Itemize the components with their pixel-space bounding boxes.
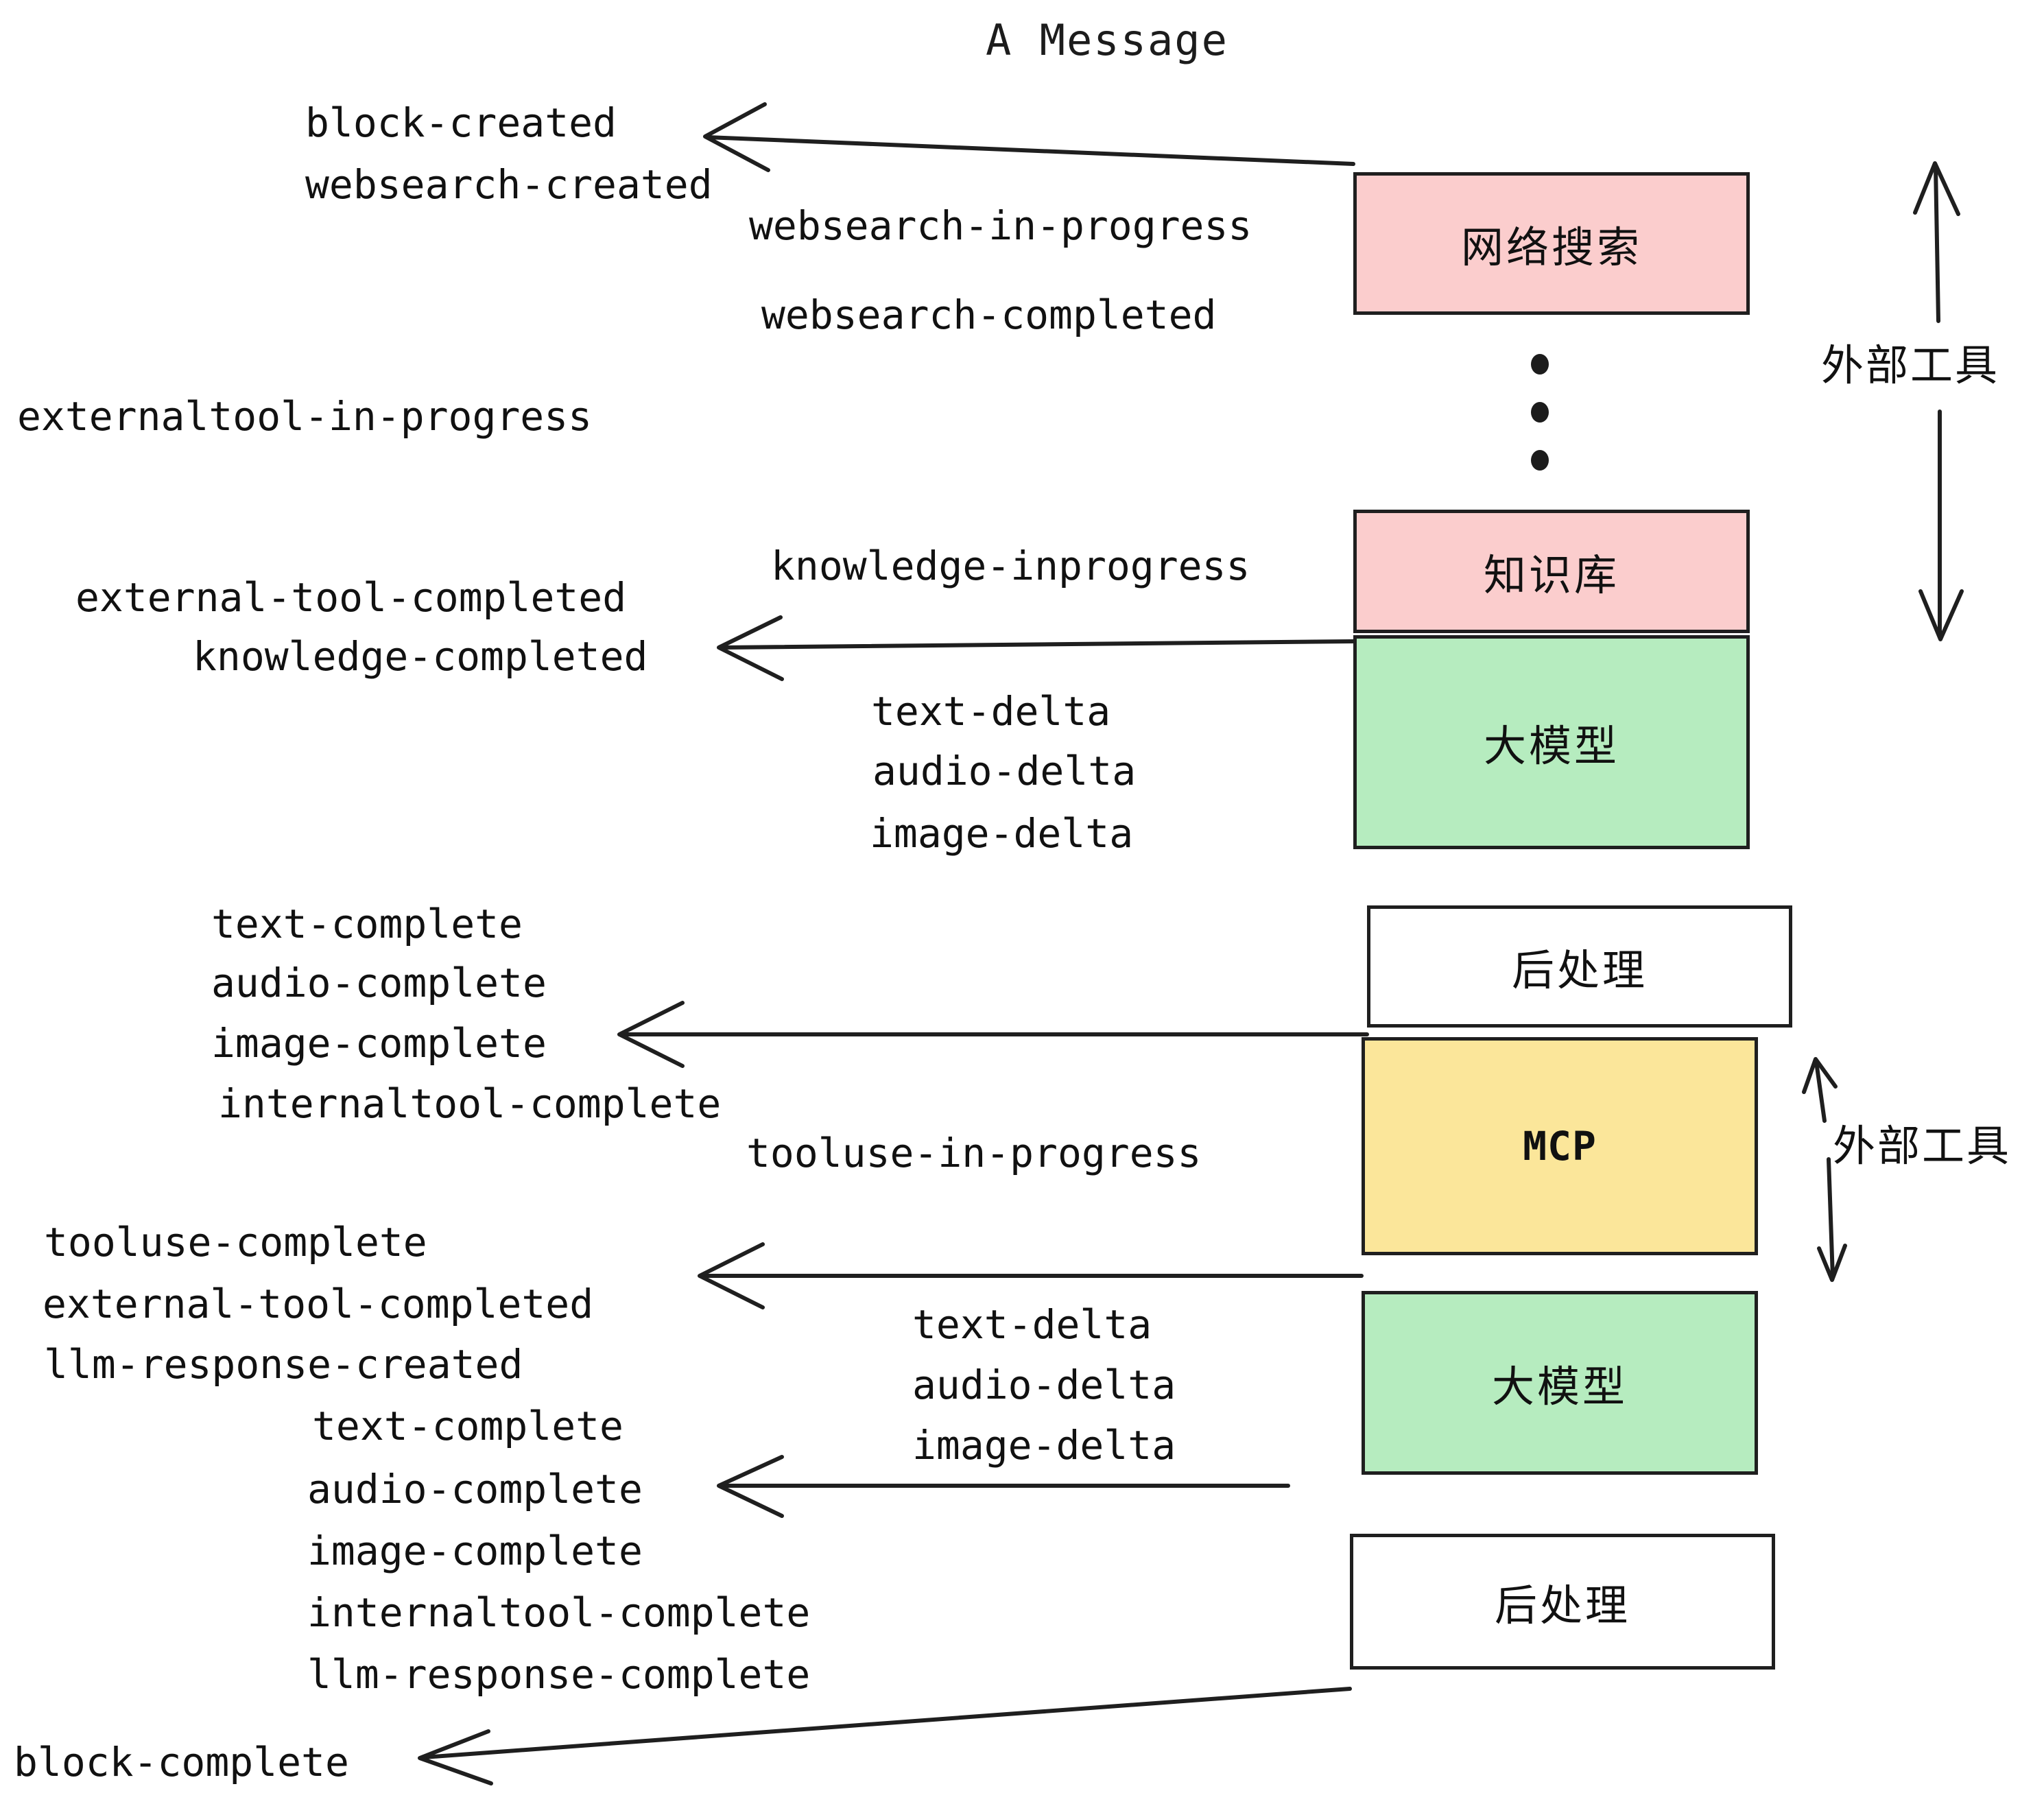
event-label-audio-delta-second: audio-delta xyxy=(912,1362,1176,1408)
event-label-block-created: block-created xyxy=(305,99,617,146)
event-label-websearch-completed: websearch-completed xyxy=(761,292,1217,338)
event-label-internaltool-complete-second: internaltool-complete xyxy=(307,1589,811,1636)
event-label-external-tool-completed-second: external-tool-completed xyxy=(43,1281,594,1327)
process-box-knowledge[interactable]: 知识库 xyxy=(1353,510,1750,633)
event-label-text-delta-second: text-delta xyxy=(912,1301,1152,1348)
event-label-image-complete-first: image-complete xyxy=(211,1020,547,1067)
event-label-block-complete: block-complete xyxy=(14,1739,349,1785)
arrow-mcp-to-tooluse-complete xyxy=(698,1242,1364,1309)
arrow-postprocess-to-block-complete xyxy=(418,1687,1352,1785)
arrow-postprocess-to-image-complete xyxy=(617,1001,1369,1068)
event-label-knowledge-completed: knowledge-completed xyxy=(193,633,648,680)
process-box-label: 知识库 xyxy=(1483,550,1619,600)
event-label-audio-delta-first: audio-delta xyxy=(872,748,1137,794)
external-tools-label-bottom: 外部工具 xyxy=(1833,1121,2012,1171)
process-box-llm-second[interactable]: 大模型 xyxy=(1362,1291,1758,1475)
event-label-image-delta-second: image-delta xyxy=(912,1422,1176,1469)
event-label-tooluse-in-progress: tooluse-in-progress xyxy=(746,1130,1202,1176)
diagram-title: A Message xyxy=(986,15,1228,65)
arrow-knowledge-to-knowledge-completed xyxy=(717,615,1355,681)
event-label-text-complete-second: text-complete xyxy=(312,1403,623,1449)
event-label-llm-response-complete: llm-response-complete xyxy=(307,1651,811,1698)
event-label-external-tool-completed-first: external-tool-completed xyxy=(75,574,627,621)
process-box-label: MCP xyxy=(1523,1123,1597,1170)
process-box-label: 大模型 xyxy=(1491,1362,1628,1412)
event-label-knowledge-inprogress: knowledge-inprogress xyxy=(771,543,1250,589)
external-tools-label-top: 外部工具 xyxy=(1821,340,2000,390)
event-label-audio-complete-first: audio-complete xyxy=(211,960,547,1006)
process-box-mcp[interactable]: MCP xyxy=(1362,1037,1758,1255)
process-box-postprocess-second[interactable]: 后处理 xyxy=(1350,1534,1775,1670)
process-box-websearch[interactable]: 网络搜索 xyxy=(1353,172,1750,315)
event-label-externaltool-in-progress: externaltool-in-progress xyxy=(17,393,593,440)
ellipsis-dot xyxy=(1531,450,1549,471)
event-label-llm-response-created: llm-response-created xyxy=(44,1341,523,1388)
process-box-label: 后处理 xyxy=(1494,1580,1630,1630)
process-box-postprocess-first[interactable]: 后处理 xyxy=(1367,905,1792,1028)
event-label-websearch-in-progress: websearch-in-progress xyxy=(749,202,1252,249)
process-box-llm-first[interactable]: 大模型 xyxy=(1353,635,1750,849)
arrow-websearch-to-block-created xyxy=(703,102,1355,172)
event-label-websearch-created: websearch-created xyxy=(305,161,713,208)
event-label-internaltool-complete-first: internaltool-complete xyxy=(218,1080,722,1127)
process-box-label: 大模型 xyxy=(1483,721,1619,771)
ellipsis-dot xyxy=(1531,354,1549,375)
external-tools-updown-arrow-top xyxy=(1913,161,1964,641)
event-label-image-complete-second: image-complete xyxy=(307,1528,643,1574)
event-label-audio-complete-second: audio-complete xyxy=(307,1466,643,1512)
event-label-text-complete-first: text-complete xyxy=(211,901,523,947)
process-box-label: 网络搜索 xyxy=(1460,222,1642,272)
event-label-text-delta-first: text-delta xyxy=(871,688,1111,735)
process-box-label: 后处理 xyxy=(1511,945,1648,995)
event-label-tooluse-complete: tooluse-complete xyxy=(44,1219,427,1266)
ellipsis-dot xyxy=(1531,402,1549,423)
event-label-image-delta-first: image-delta xyxy=(870,810,1134,857)
